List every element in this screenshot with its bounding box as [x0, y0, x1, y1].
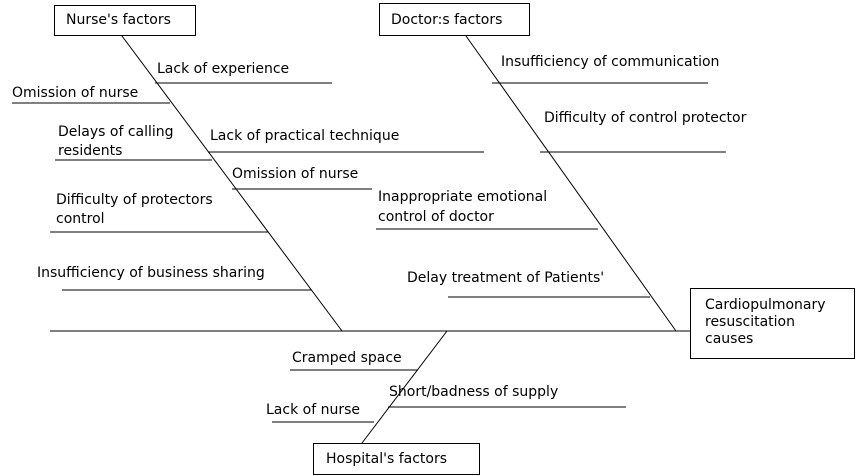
- hospital-factors-label: Hospital's factors: [326, 451, 448, 467]
- cause-delays-calling-1: Delays of calling: [58, 124, 174, 140]
- cause-difficulty-protectors-2: control: [56, 211, 105, 227]
- cause-omission-nurse-right: Omission of nurse: [232, 166, 359, 182]
- nurse-bone: [121, 35, 343, 332]
- cause-supply: Short/badness of supply: [389, 384, 559, 400]
- cause-delays-calling-2: residents: [58, 143, 123, 159]
- hospital-factors-box: Hospital's factors: [313, 443, 480, 475]
- hospital-bone: [361, 330, 448, 444]
- cause-business-sharing: Insufficiency of business sharing: [37, 265, 265, 281]
- cause-communication: Insufficiency of communication: [501, 54, 720, 70]
- cause-lack-experience: Lack of experience: [157, 61, 290, 77]
- effect-line-3: causes: [705, 331, 754, 347]
- doctor-factors-label: Doctor:s factors: [391, 12, 503, 28]
- cause-omission-nurse-left: Omission of nurse: [12, 85, 139, 101]
- cause-lack-practical: Lack of practical technique: [210, 128, 400, 144]
- effect-line-2: resuscitation: [705, 314, 795, 330]
- effect-box: Cardiopulmonary resuscitation causes: [690, 288, 855, 359]
- nurse-factors-label: Nurse's factors: [66, 12, 171, 28]
- cause-cramped-space: Cramped space: [292, 350, 402, 366]
- effect-line-1: Cardiopulmonary: [705, 297, 826, 313]
- cause-control-protector: Difficulty of control protector: [544, 110, 747, 126]
- cause-lack-nurse: Lack of nurse: [266, 402, 360, 418]
- nurse-factors-box: Nurse's factors: [54, 5, 196, 36]
- doctor-factors-box: Doctor:s factors: [379, 3, 530, 36]
- cause-emotional-control-1: Inappropriate emotional: [378, 189, 548, 205]
- cause-delay-treatment: Delay treatment of Patients': [407, 270, 605, 286]
- cause-difficulty-protectors-1: Difficulty of protectors: [56, 192, 213, 208]
- cause-emotional-control-2: control of doctor: [378, 209, 494, 225]
- doctor-bone: [465, 35, 677, 332]
